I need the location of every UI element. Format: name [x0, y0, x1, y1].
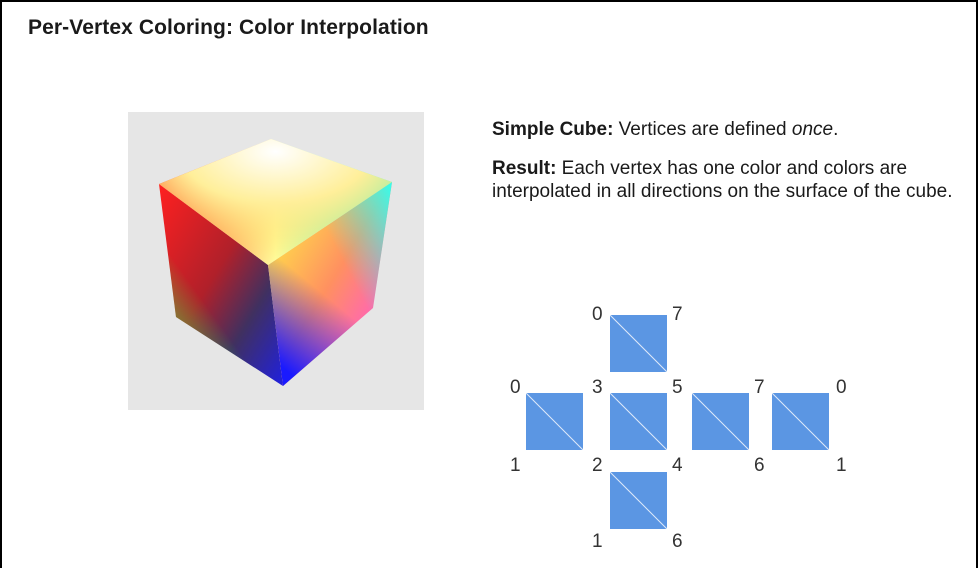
vertex-label: 1 — [836, 455, 847, 476]
simple-cube-emphasis: once — [791, 119, 834, 140]
vertex-label: 0 — [592, 304, 603, 325]
vertex-label: 6 — [754, 455, 765, 476]
vertex-label: 0 — [510, 377, 521, 398]
vertex-label: 7 — [754, 377, 765, 398]
color-cube-illustration — [159, 139, 392, 386]
vertex-label: 1 — [592, 531, 603, 552]
net-face-right — [692, 393, 749, 450]
result-label: Result: — [492, 158, 557, 179]
vertex-label: 7 — [672, 304, 683, 325]
vertex-label: 4 — [672, 455, 683, 476]
vertex-label: 5 — [672, 377, 683, 398]
cube-net-diagram: 0 7 0 3 5 7 0 1 2 4 6 1 1 6 — [496, 300, 876, 560]
net-face-left — [526, 393, 583, 450]
simple-cube-paragraph: Simple Cube: Vertices are defined once. — [492, 118, 962, 141]
vertex-label: 0 — [836, 377, 847, 398]
description-text: Simple Cube: Vertices are defined once. … — [492, 118, 962, 203]
simple-cube-period: . — [833, 119, 839, 140]
vertex-label: 1 — [510, 455, 521, 476]
net-face-bottom — [610, 472, 667, 529]
cube-image — [128, 112, 424, 410]
simple-cube-label: Simple Cube: — [492, 119, 614, 140]
simple-cube-text: Vertices are defined — [613, 119, 792, 140]
net-face-top — [610, 315, 667, 372]
result-text: Each vertex has one color and colors are… — [492, 158, 953, 202]
page-title: Per-Vertex Coloring: Color Interpolation — [28, 16, 429, 39]
net-face-front — [610, 393, 667, 450]
vertex-label: 6 — [672, 531, 683, 552]
vertex-label: 3 — [592, 377, 603, 398]
result-paragraph: Result: Each vertex has one color and co… — [492, 157, 962, 203]
net-face-back — [772, 393, 829, 450]
vertex-label: 2 — [592, 455, 603, 476]
